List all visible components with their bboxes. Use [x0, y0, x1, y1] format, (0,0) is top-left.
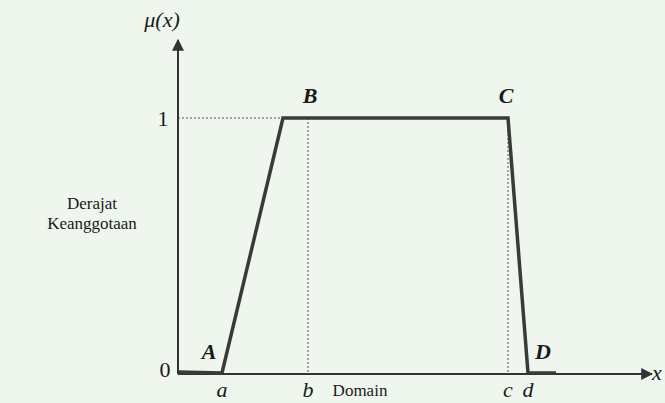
tick-label: 1 — [158, 106, 169, 131]
point-label: D — [535, 339, 551, 364]
tick-label: b — [303, 377, 314, 402]
tick-label: c — [503, 377, 513, 402]
point-label: A — [202, 339, 217, 364]
tick-label: d — [523, 377, 534, 402]
axis-title: Domain — [313, 381, 408, 401]
tick-label: a — [217, 377, 228, 402]
x-axis — [178, 373, 652, 375]
tick-label: 0 — [160, 357, 171, 382]
guide-line — [308, 118, 309, 374]
point-label: B — [303, 83, 318, 108]
trapezoid-curve — [179, 118, 556, 373]
guide-line — [508, 118, 509, 374]
y-axis — [177, 40, 179, 374]
axis-label: μ(x) — [144, 7, 179, 32]
axis-label: x — [652, 360, 662, 385]
axis-title: Derajat Keanggotaan — [45, 194, 140, 233]
point-label: C — [499, 83, 514, 108]
guide-line — [178, 118, 283, 119]
